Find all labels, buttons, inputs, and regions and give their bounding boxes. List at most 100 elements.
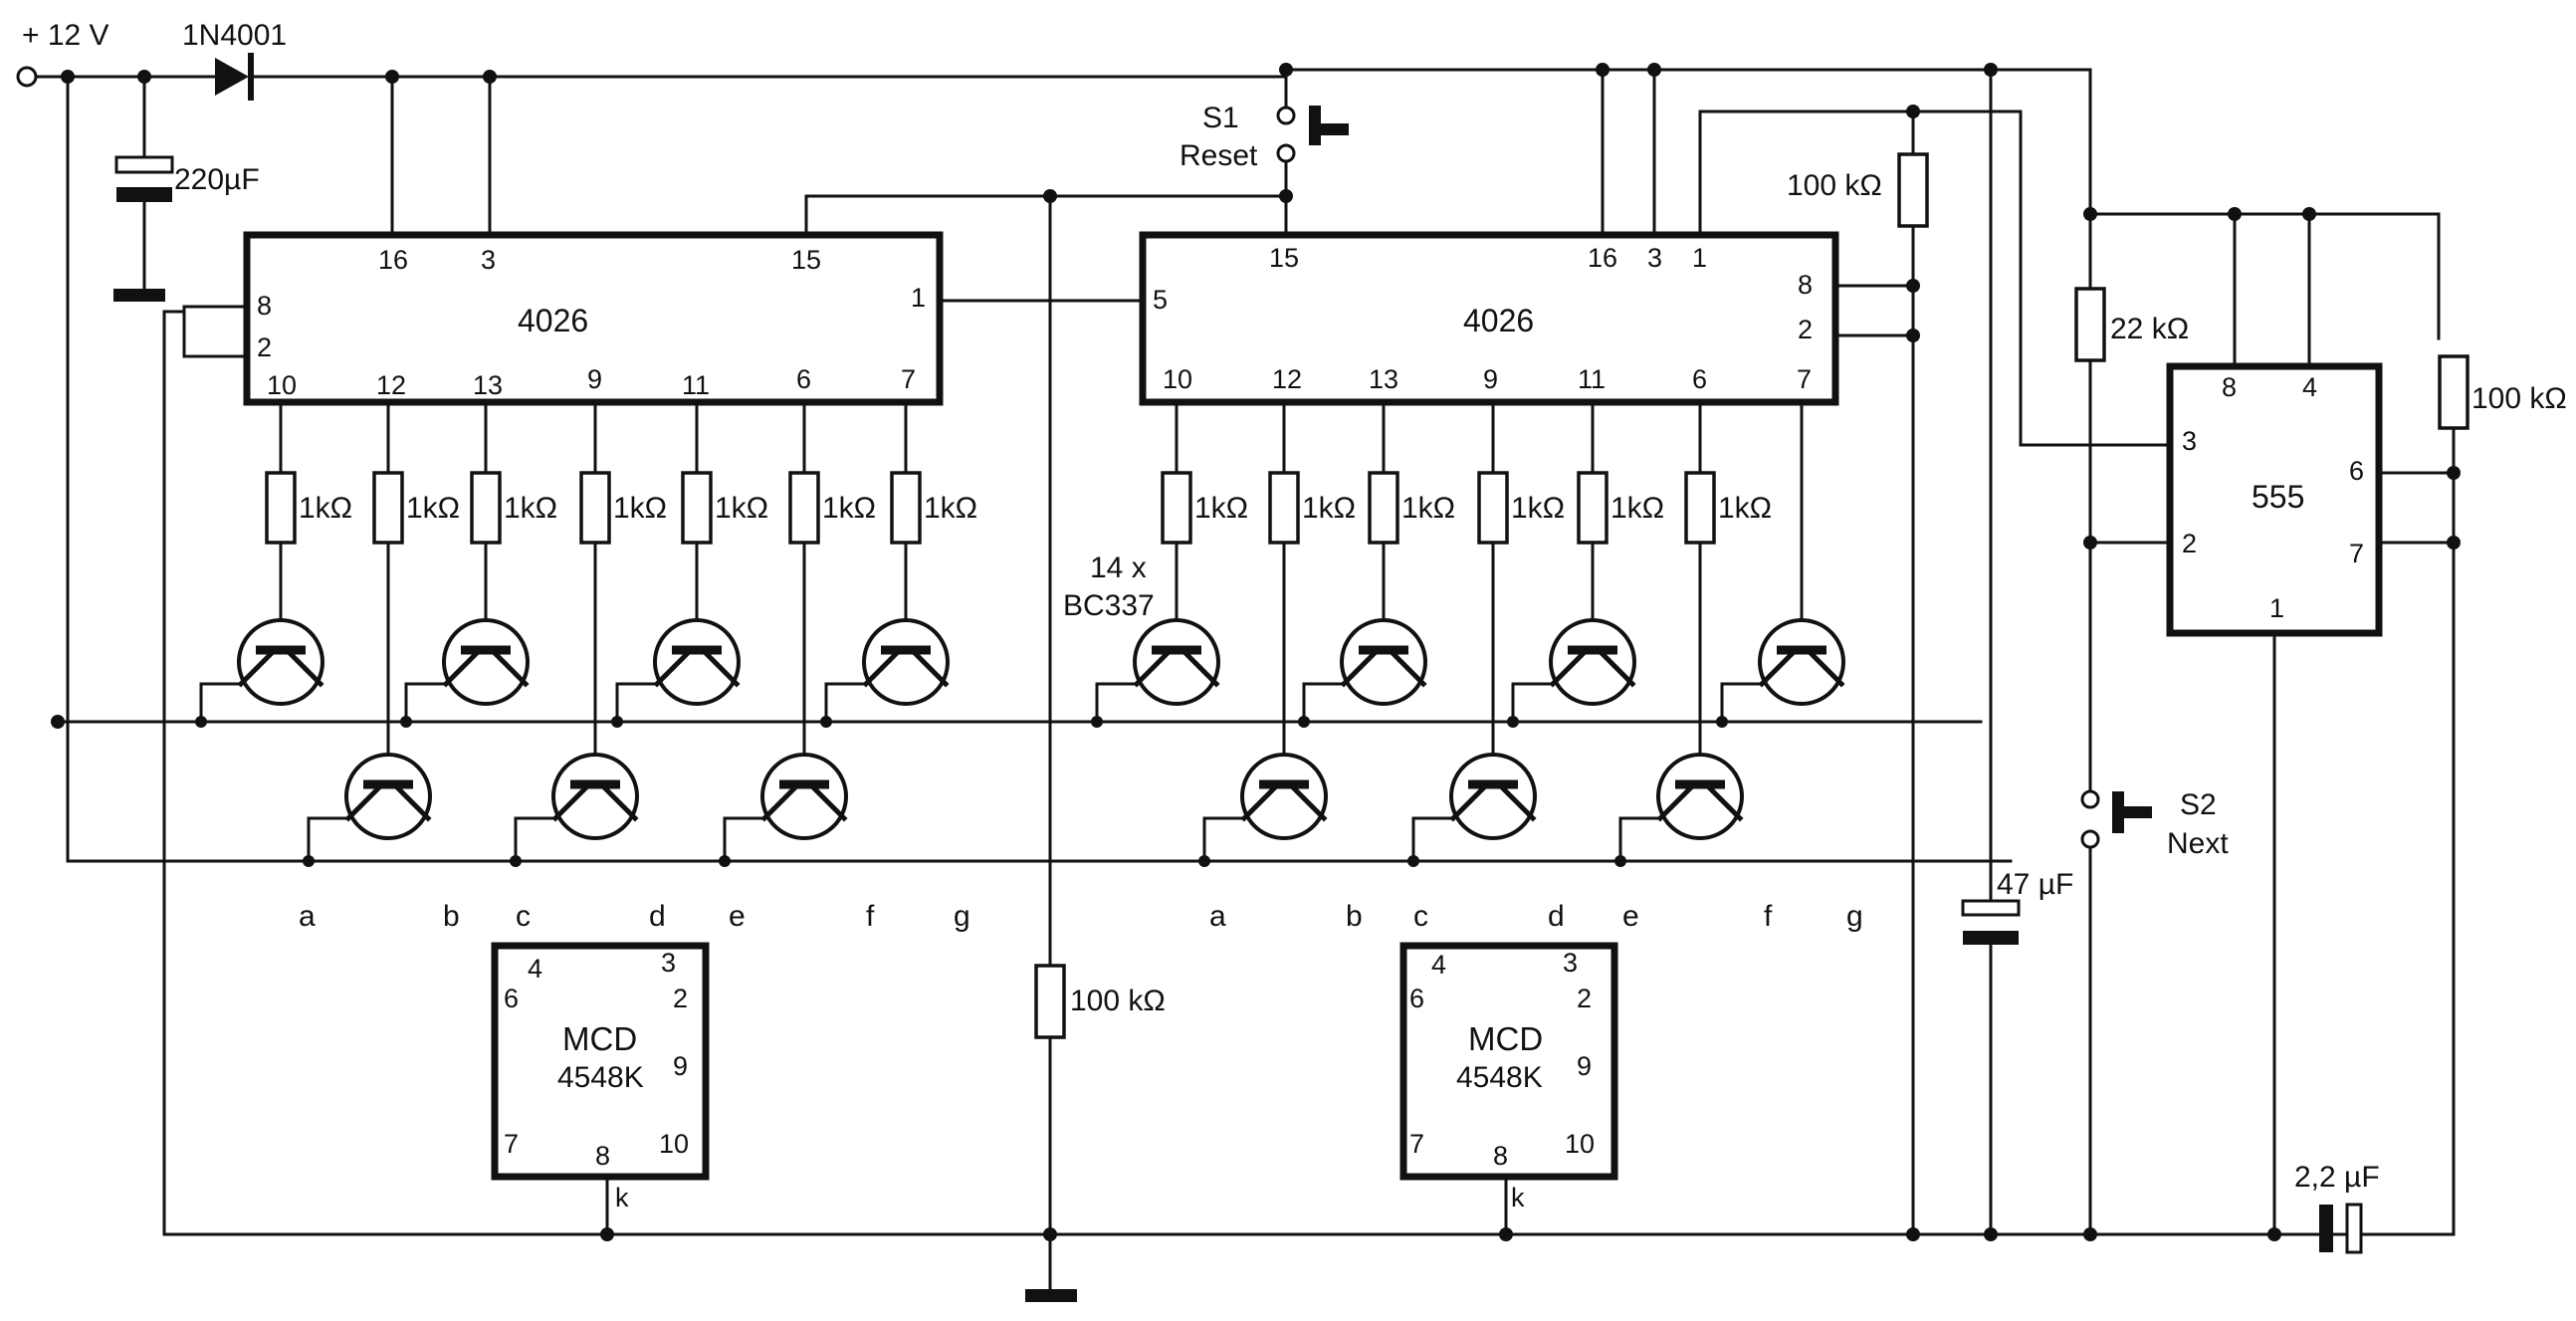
resistor-label: 1kΩ <box>504 492 557 525</box>
segment-label: g <box>1846 900 1863 933</box>
r22-label: 22 kΩ <box>2110 313 2189 345</box>
transistor-collector <box>862 648 902 688</box>
resistor-2-1 <box>1268 471 1300 545</box>
resistor-label: 1kΩ <box>406 492 460 525</box>
wire-collector <box>1202 816 1246 863</box>
d2-pin-9: 9 <box>1577 1051 1592 1081</box>
c1-pin-11: 11 <box>682 370 710 400</box>
junction <box>1507 716 1519 728</box>
transistor <box>1656 753 1744 840</box>
timer-section: 100 kΩ 47 µF 22 kΩ S2 Next 555 8 4 3 6 2… <box>1787 63 2567 1254</box>
c2-pin-11: 11 <box>1578 364 1606 394</box>
d2-pin-7: 7 <box>1409 1129 1424 1159</box>
t-pin-8: 8 <box>2222 372 2237 402</box>
c-supply-label: 220µF <box>174 163 260 196</box>
c1-pin-10: 10 <box>267 370 297 400</box>
segment-label: a <box>1209 900 1226 933</box>
transistor-emitter <box>910 648 950 688</box>
transistor <box>1340 618 1427 706</box>
segment-label: a <box>299 900 316 933</box>
c22-label: 2,2 µF <box>2294 1161 2380 1194</box>
c2-pin-15: 15 <box>1269 243 1299 273</box>
c2-pin-13: 13 <box>1369 364 1398 394</box>
transistor-emitter <box>1181 648 1220 688</box>
d1-pin-7: 7 <box>504 1129 519 1159</box>
c-supply-plate-bottom <box>116 187 172 202</box>
r-mid-label: 100 kΩ <box>1070 985 1166 1017</box>
wire-collector <box>404 682 448 724</box>
resistor-1-4 <box>681 471 713 545</box>
counter-ic-2: 4026 15 16 3 1 5 8 2 10 12 13 9 11 6 7 <box>1139 63 2167 447</box>
c1-pin-13: 13 <box>473 370 503 400</box>
resistor-1-0 <box>265 471 297 545</box>
wire-collector <box>1411 816 1455 863</box>
resistor-label: 1kΩ <box>1194 492 1248 525</box>
wire-collector <box>1720 682 1764 724</box>
transistor-note-1: 14 x <box>1090 551 1147 584</box>
c2-pin-10: 10 <box>1163 364 1192 394</box>
c2-pin-9: 9 <box>1483 364 1498 394</box>
transistor-emitter <box>1806 648 1845 688</box>
segment-label: c <box>516 900 531 933</box>
transistor-emitter <box>1288 782 1328 822</box>
transistor <box>760 753 848 840</box>
timer-555 <box>2166 362 2383 637</box>
junction <box>719 855 731 867</box>
d2-k: k <box>1511 1183 1525 1212</box>
transistor <box>1758 618 1845 706</box>
segment-label: b <box>443 900 460 933</box>
timer-name: 555 <box>2252 479 2304 515</box>
c2-pin-8: 8 <box>1798 270 1813 300</box>
transistor-collector <box>551 782 591 822</box>
display-1-line1: MCD <box>562 1020 637 1057</box>
segment-label: c <box>1413 900 1428 933</box>
r-top-label: 100 kΩ <box>1787 169 1882 202</box>
resistor-label: 1kΩ <box>822 492 876 525</box>
wire-collector <box>1511 682 1555 724</box>
c1-pin-6: 6 <box>796 364 811 394</box>
segment-label: e <box>1622 900 1639 933</box>
transistor-collector <box>1449 782 1489 822</box>
transistor-collector <box>1758 648 1798 688</box>
transistor-emitter <box>1597 648 1636 688</box>
transistor-emitter <box>1497 782 1537 822</box>
junction <box>1716 716 1728 728</box>
c1-pin-12: 12 <box>376 370 406 400</box>
supply-label: + 12 V <box>22 19 109 52</box>
d2-pin-3: 3 <box>1563 948 1578 978</box>
t-pin-2: 2 <box>2182 529 2197 558</box>
transistor-collector <box>1340 648 1380 688</box>
transistor <box>237 618 324 706</box>
s1-name: S1 <box>1202 102 1239 134</box>
d1-pin-4: 4 <box>528 954 542 984</box>
c47-label: 47 µF <box>1997 868 2073 901</box>
transistor-emitter <box>1704 782 1744 822</box>
counter-1-name: 4026 <box>518 303 588 338</box>
d2-pin-6: 6 <box>1409 984 1424 1013</box>
r555-label: 100 kΩ <box>2471 382 2567 415</box>
resistor-label: 1kΩ <box>1302 492 1356 525</box>
c1-pin-1: 1 <box>911 283 926 313</box>
resistor-1-5 <box>788 471 820 545</box>
wire-collector <box>514 816 557 863</box>
supply-terminal <box>16 66 38 88</box>
c2-pin-7: 7 <box>1797 364 1812 394</box>
c2-pin-6: 6 <box>1692 364 1707 394</box>
segment-label: e <box>729 900 746 933</box>
c1-pin-8: 8 <box>257 291 272 321</box>
transistor <box>862 618 950 706</box>
wire-collector <box>1302 682 1346 724</box>
c-supply-plate-top <box>114 155 174 174</box>
d1-pin-6: 6 <box>504 984 519 1013</box>
transistor-collector <box>1656 782 1696 822</box>
d2-pin-2: 2 <box>1577 984 1592 1013</box>
transistor-emitter <box>392 782 432 822</box>
transistor <box>551 753 639 840</box>
d1-pin-2: 2 <box>673 984 688 1013</box>
junction <box>1091 716 1103 728</box>
transistor-note-2: BC337 <box>1063 589 1155 622</box>
c2-pin-5: 5 <box>1153 285 1168 315</box>
junction <box>820 716 832 728</box>
d1-pin-9: 9 <box>673 1051 688 1081</box>
junction <box>303 855 315 867</box>
